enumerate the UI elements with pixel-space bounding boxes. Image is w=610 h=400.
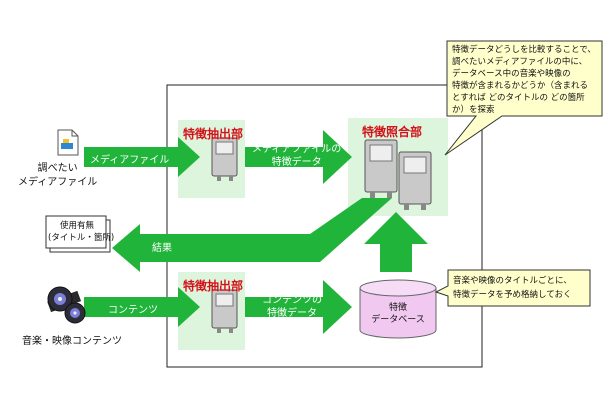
media-feature-arrow-label: メディアファイルの 特徴データ xyxy=(252,144,342,168)
content-arrow xyxy=(84,287,200,327)
media-file-arrow xyxy=(84,137,200,177)
output-document-icon xyxy=(45,215,111,253)
media-file-arrow-label: メディアファイル xyxy=(90,155,170,166)
top-callout-text: 特徴データどうしを比較することで、 調べたいメディアファイルの中に、 データベー… xyxy=(452,45,596,115)
result-arrow-label: 結果 xyxy=(152,243,172,254)
output-label: 使用有無 (タイトル・箇所) xyxy=(48,221,115,243)
database-to-matcher-arrow xyxy=(364,212,428,272)
extractor-bottom-device-icon xyxy=(211,289,238,333)
media-file-icon xyxy=(57,129,79,156)
extractor-top-device-icon xyxy=(211,137,238,181)
feature-database-icon xyxy=(359,279,437,339)
bottom-callout-bubble xyxy=(434,269,591,307)
content-label: 音楽・映像コンテンツ xyxy=(22,336,122,347)
media-feature-arrow xyxy=(245,130,352,184)
bottom-callout-text: 音楽や映像のタイトルごとに、 特徴データを予め格納しておく xyxy=(453,276,572,300)
film-reels-icon xyxy=(47,286,86,324)
matcher-title: 特徴照合部 xyxy=(362,125,423,139)
content-arrow-label: コンテンツ xyxy=(108,305,158,316)
content-feature-arrow xyxy=(245,280,352,334)
result-arrow xyxy=(112,198,392,272)
system-frame xyxy=(166,84,483,368)
database-label: 特徴 データベース xyxy=(371,303,425,325)
content-feature-arrow-label: コンテンツの 特徴データ xyxy=(262,295,322,319)
extractor-top-title: 特徴抽出部 xyxy=(183,127,244,141)
top-callout-bubble xyxy=(444,40,603,156)
matcher-device-icon xyxy=(364,139,432,210)
media-file-label: 調べたい メディアファイル xyxy=(18,163,98,188)
extractor-bottom-title: 特徴抽出部 xyxy=(183,279,244,293)
